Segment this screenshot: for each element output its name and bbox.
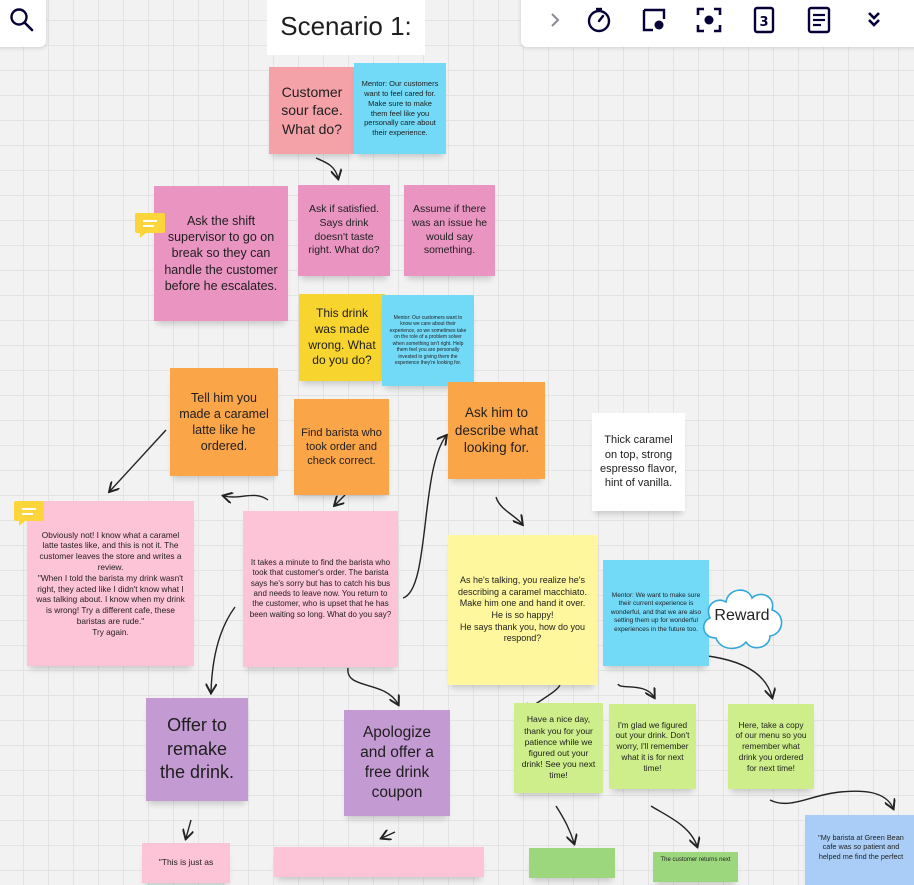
sticky-note[interactable]: Have a nice day, thank you for your pati… <box>514 703 603 793</box>
timer-button[interactable] <box>571 0 626 40</box>
page-title: Scenario 1: <box>267 0 425 55</box>
double-chevron-down-icon <box>867 11 880 27</box>
sticky-note[interactable]: Find barista who took order and check co… <box>294 399 389 495</box>
sticky-note[interactable] <box>529 848 615 878</box>
sticky-note[interactable]: Apologize and offer a free drink coupon <box>344 710 450 816</box>
sticky-note[interactable]: As he's talking, you realize he's descri… <box>448 535 597 685</box>
focus-icon <box>696 7 721 32</box>
sticky-note[interactable]: Offer to remake the drink. <box>146 698 248 801</box>
svg-text:3: 3 <box>759 15 768 30</box>
sticky-note[interactable]: Mentor: We want to make sure their curre… <box>603 560 709 666</box>
expand-toolbar-button[interactable] <box>539 0 571 40</box>
sticky-note[interactable]: Mentor: Our customers want to feel cared… <box>354 63 446 154</box>
right-toolbar: 3 <box>521 0 914 47</box>
sticky-note[interactable]: This drink was made wrong. What do you d… <box>299 294 385 381</box>
search-button[interactable] <box>2 0 42 40</box>
cursor-presence-button[interactable] <box>626 0 681 40</box>
sticky-note[interactable]: It takes a minute to find the barista wh… <box>243 511 398 667</box>
cursor-presence-icon <box>642 8 665 31</box>
sticky-note[interactable]: The customer returns next <box>653 852 738 882</box>
sticky-note[interactable]: Thick caramel on top, strong espresso fl… <box>592 413 685 511</box>
sticky-note[interactable]: Ask if satisfied. Says drink doesn't tas… <box>298 185 390 276</box>
focus-button[interactable] <box>681 0 736 40</box>
collapse-toolbar-button[interactable] <box>846 0 901 40</box>
sticky-note[interactable]: Tell him you made a caramel latte like h… <box>170 368 278 476</box>
countdown-button[interactable]: 3 <box>736 0 791 40</box>
sticky-note[interactable]: Ask him to describe what looking for. <box>448 382 545 479</box>
sticky-note[interactable]: Mentor: Our customers want to know we ca… <box>382 295 474 386</box>
sticky-note[interactable] <box>274 847 484 877</box>
reward-cloud-shape[interactable] <box>696 576 788 658</box>
sticky-note[interactable]: "This is just as <box>142 843 230 883</box>
sticky-note[interactable]: Assume if there was an issue he would sa… <box>404 185 495 276</box>
left-toolbar <box>0 0 46 47</box>
sticky-note[interactable]: Ask the shift supervisor to go on break … <box>154 186 288 321</box>
sticky-note[interactable]: "My barista at Green Bean cafe was so pa… <box>805 815 914 885</box>
countdown-icon: 3 <box>753 6 774 33</box>
comment-icon[interactable] <box>13 499 45 527</box>
timer-icon <box>587 7 610 32</box>
notes-button[interactable] <box>791 0 846 40</box>
comment-icon[interactable] <box>134 211 166 239</box>
search-icon <box>10 7 34 31</box>
notes-icon <box>807 6 830 33</box>
sticky-note[interactable]: Here, take a copy of our menu so you rem… <box>728 704 814 789</box>
sticky-note[interactable]: Customer sour face. What do? <box>269 67 355 154</box>
reward-label: Reward <box>714 607 770 624</box>
sticky-note[interactable]: Obviously not! I know what a caramel lat… <box>27 501 194 666</box>
sticky-note[interactable]: I'm glad we figured out your drink. Don'… <box>609 704 696 789</box>
chevron-right-icon <box>551 12 560 27</box>
